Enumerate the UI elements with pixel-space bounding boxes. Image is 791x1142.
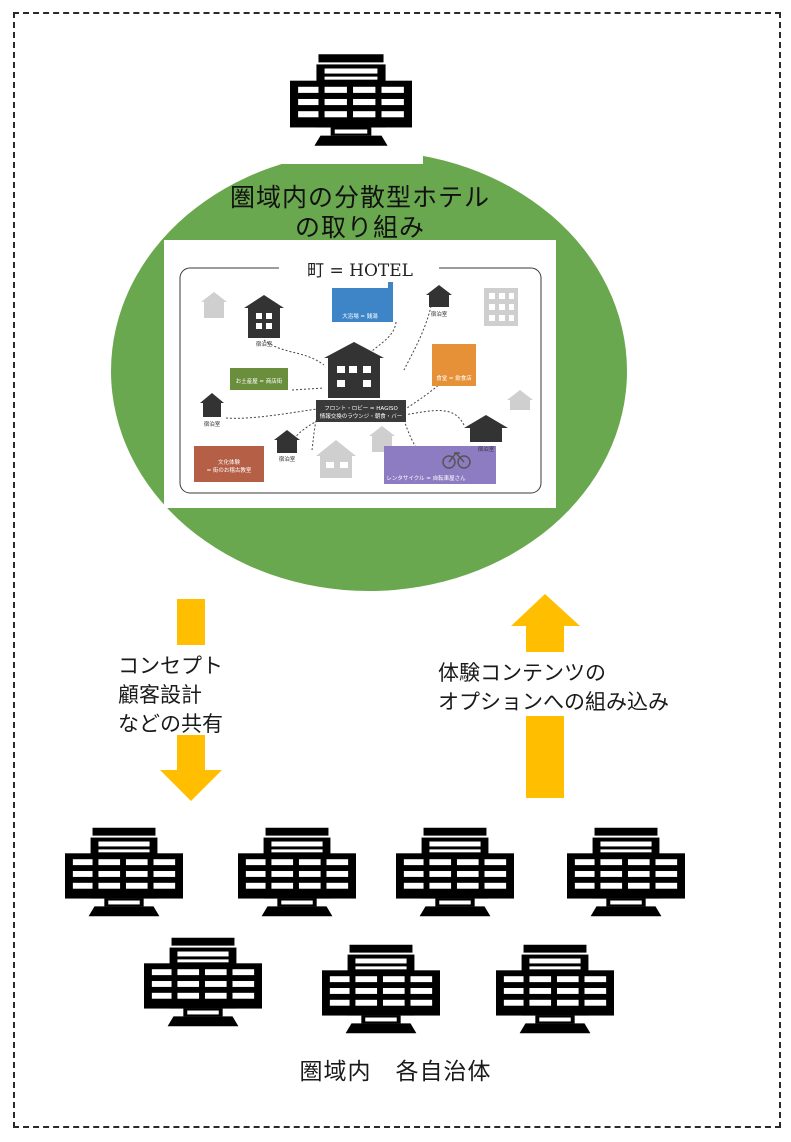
label-lodge5: 宿泊室 xyxy=(279,455,296,463)
map-title: 町 = HOTEL xyxy=(307,261,413,281)
dashed-frame xyxy=(13,12,781,1128)
left-arrow-text-line: などの共有 xyxy=(118,712,223,736)
label-lodge4: 宿泊室 xyxy=(478,445,495,453)
hub-title-line2: の取り組み xyxy=(294,213,425,242)
label-bath: 大浴場 = 銭湯 xyxy=(342,312,378,320)
municipality-building-icon xyxy=(65,827,183,921)
municipality-building-icon xyxy=(238,827,356,921)
label-food: 食堂 = 飲食店 xyxy=(436,374,472,382)
right-arrow-text: 体験コンテンツの オプションへの組み込み xyxy=(438,659,669,717)
down-arrow xyxy=(160,599,222,801)
map-svg: 町 = HOTEL 宿泊室 大浴場 = 銭湯 宿泊室 お土産屋 = 商店街 フロ… xyxy=(164,240,542,494)
left-arrow-text: コンセプト 顧客設計 などの共有 xyxy=(118,652,223,739)
municipalities-label: 圏域内 各自治体 xyxy=(299,1059,492,1085)
municipality-building-icon xyxy=(322,944,440,1038)
label-shop: お土産屋 = 商店街 xyxy=(236,377,283,385)
town-hotel-map: 町 = HOTEL 宿泊室 大浴場 = 銭湯 宿泊室 お土産屋 = 商店街 フロ… xyxy=(164,240,556,508)
hub-building-icon xyxy=(290,53,412,151)
label-front-1: フロント・ロビー = HAGISO xyxy=(324,404,398,412)
label-front-2: 情報交換のラウンジ・朝食・バー xyxy=(320,412,403,420)
left-arrow-text-line: 顧客設計 xyxy=(118,683,202,707)
label-lodge3: 宿泊室 xyxy=(204,420,221,428)
hub-title-line1: 圏域内の分散型ホテル xyxy=(229,183,490,212)
left-arrow-text-line: コンセプト xyxy=(118,654,223,678)
label-culture-2: = 街のお稽古教室 xyxy=(207,466,252,474)
municipality-building-icon xyxy=(496,944,614,1038)
up-arrow xyxy=(511,594,580,798)
right-arrow-text-line: 体験コンテンツの xyxy=(438,661,606,685)
right-arrow-text-line: オプションへの組み込み xyxy=(438,690,669,714)
municipality-building-icon xyxy=(567,827,685,921)
label-lodge2: 宿泊室 xyxy=(431,310,448,318)
label-cycle: レンタサイクル = 自転車屋さん xyxy=(386,474,466,482)
municipality-building-icon xyxy=(144,937,262,1031)
label-lodge1: 宿泊室 xyxy=(256,340,273,348)
municipality-building-icon xyxy=(396,827,514,921)
label-culture-1: 文化体験 xyxy=(218,458,241,466)
